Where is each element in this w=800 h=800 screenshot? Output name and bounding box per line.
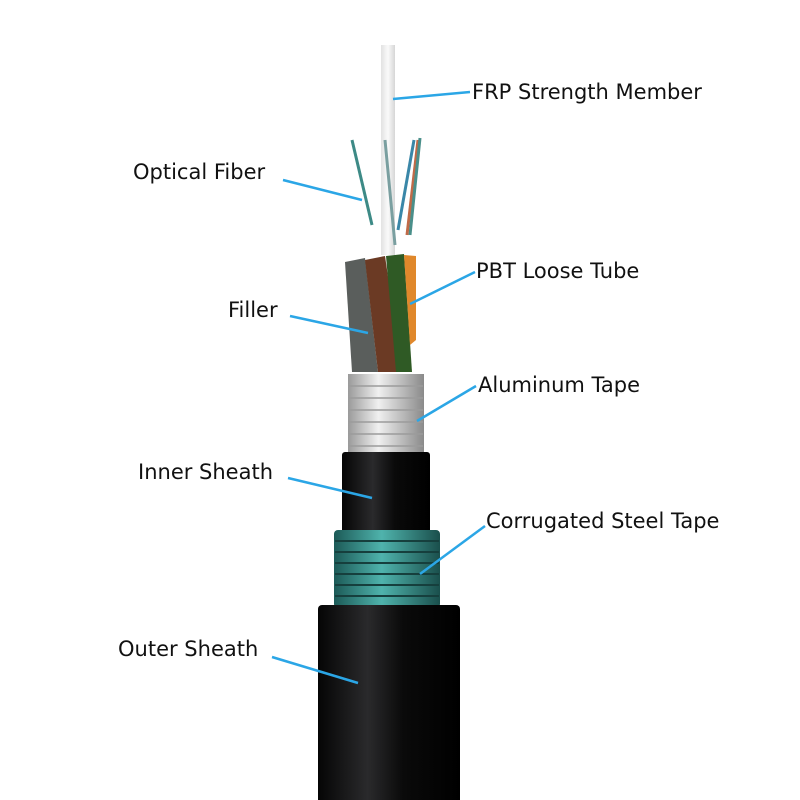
- inner-sheath: [342, 452, 430, 537]
- leader-fiber: [282, 178, 363, 202]
- label-outer-sheath: Outer Sheath: [118, 637, 259, 661]
- leader-aluminum: [416, 384, 477, 423]
- label-frp-strength-member: FRP Strength Member: [472, 80, 702, 104]
- corrugated-steel-tape: [334, 530, 440, 608]
- loose-tubes: [345, 254, 416, 372]
- label-filler: Filler: [228, 298, 278, 322]
- label-inner-sheath: Inner Sheath: [138, 460, 274, 484]
- leader-lines: [271, 90, 486, 685]
- label-optical-fiber: Optical Fiber: [133, 160, 266, 184]
- label-corrugated-steel-tape: Corrugated Steel Tape: [486, 509, 720, 533]
- outer-sheath: [318, 605, 460, 800]
- label-pbt-loose-tube: PBT Loose Tube: [476, 259, 640, 283]
- leader-steel: [419, 524, 486, 576]
- leader-inner: [287, 476, 373, 500]
- optical-fibers: [350, 137, 422, 246]
- aluminum-tape: [348, 374, 424, 452]
- leader-pbt: [409, 270, 476, 306]
- label-aluminum-tape: Aluminum Tape: [478, 373, 641, 397]
- leader-filler: [289, 314, 369, 335]
- aluminum-ridges: [349, 385, 423, 447]
- leader-frp: [392, 90, 471, 101]
- leader-outer: [271, 655, 359, 685]
